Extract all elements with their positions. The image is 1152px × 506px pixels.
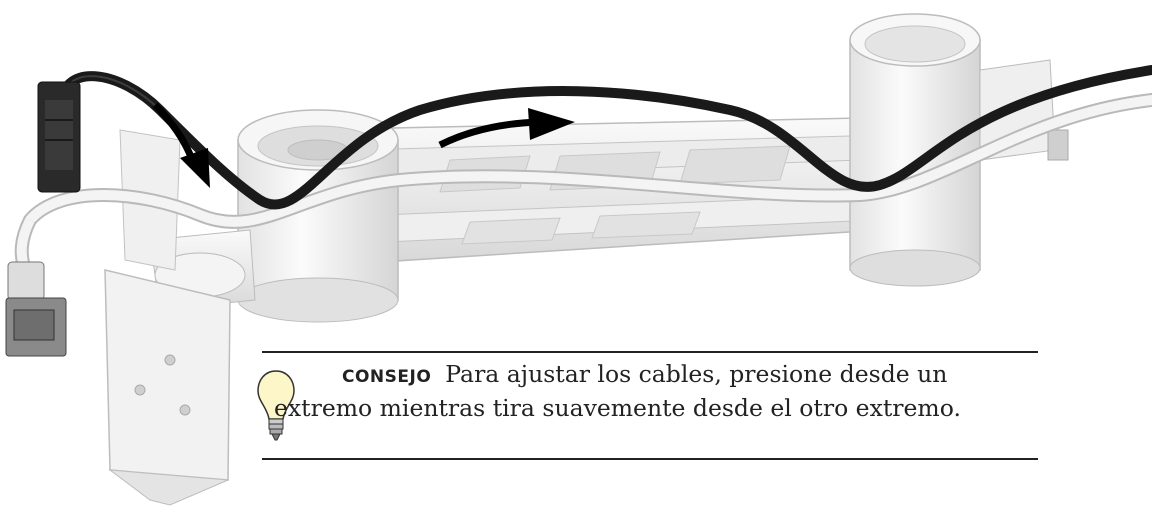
tip-line-1: Para ajustar los cables, presione desde … [445, 360, 948, 388]
right-cylinder [849, 13, 1069, 287]
arrow-down-icon [152, 102, 210, 188]
tip-line-2: extremo mientras tira suavemente desde e… [274, 394, 961, 422]
tip-label: CONSEJO [342, 367, 432, 387]
black-connector [37, 81, 81, 193]
mounting-bracket [104, 129, 256, 506]
left-cup [237, 109, 399, 323]
light-bulb-icon [257, 370, 295, 441]
white-connector [5, 261, 67, 357]
arrow-right-icon [438, 108, 575, 149]
tip-box: CONSEJO Para ajustar los cables, presione… [257, 351, 1038, 460]
tip-text: CONSEJO Para ajustar los cables, presione… [274, 359, 1042, 424]
